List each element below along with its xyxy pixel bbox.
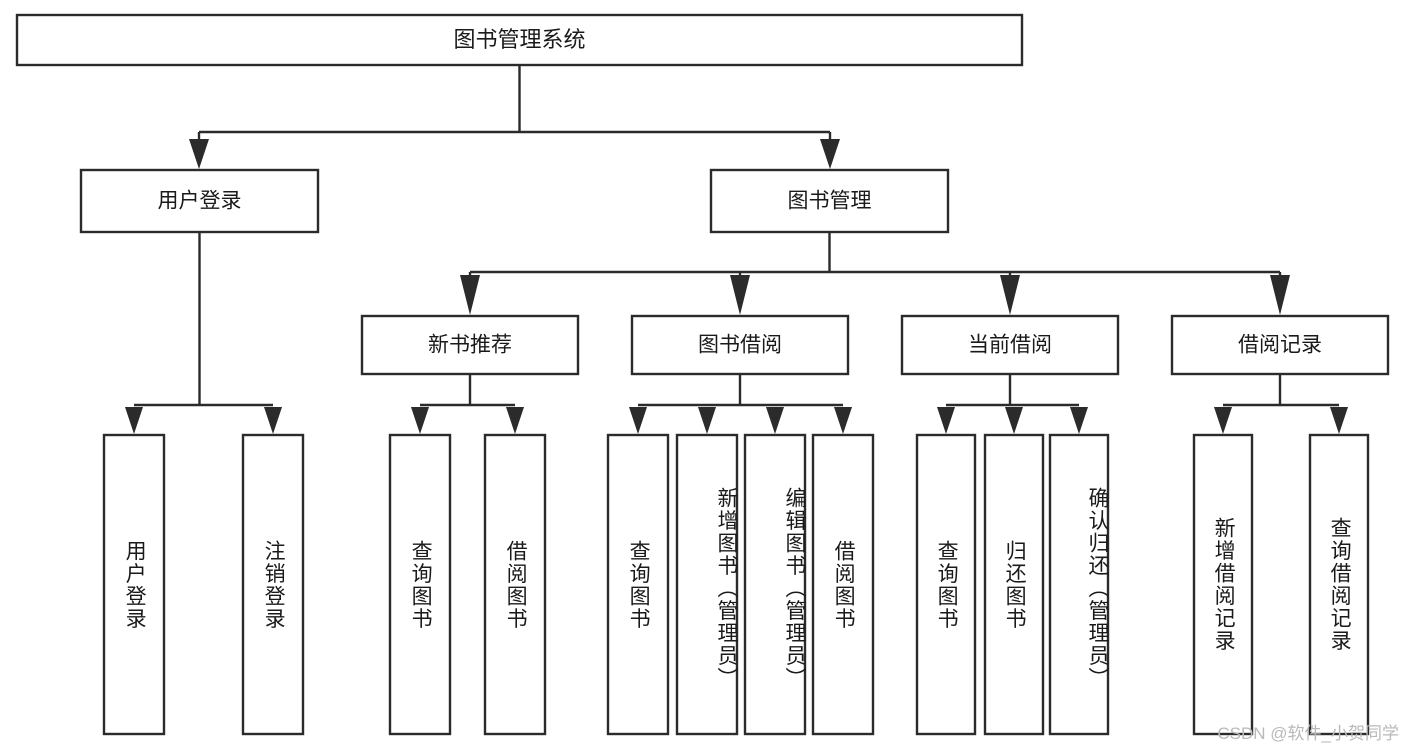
arrow-to-user-login (189, 139, 209, 169)
node-new-book-rec-label: 新书推荐 (428, 334, 512, 357)
arrow-to-new-book-rec (460, 275, 480, 315)
node-user-login-box[interactable] (79, 168, 320, 234)
leaf-borrow-book-1-box[interactable] (483, 433, 547, 736)
connector-group-book-borrow (629, 374, 852, 434)
node-current-borrow-label: 当前借阅 (968, 334, 1052, 357)
leaf-query-record-box[interactable] (1308, 433, 1370, 736)
node-new-book-rec[interactable]: 新书推荐 (360, 314, 580, 376)
node-user-login[interactable]: 用户登录 (79, 168, 320, 234)
node-book-borrow-box[interactable] (630, 314, 850, 376)
arrow-to-leaf-return-book (1005, 407, 1023, 434)
arrow-to-leaf-edit-book (766, 407, 784, 434)
leaf-return-book-label: 归还图书 (1003, 539, 1027, 630)
connector-group-new-book-rec (411, 374, 524, 434)
node-borrow-record-label: 借阅记录 (1238, 334, 1322, 357)
leaf-borrow-book-2-box[interactable] (811, 433, 875, 736)
node-new-book-rec-box[interactable] (360, 314, 580, 376)
arrow-to-current-borrow (1000, 275, 1020, 315)
leaf-confirm-return-box[interactable] (1048, 433, 1110, 736)
arrow-to-leaf-borrow-book-1 (506, 407, 524, 434)
node-book-manage-label: 图书管理 (788, 190, 872, 213)
arrow-to-leaf-borrow-book-2 (834, 407, 852, 434)
csdn-watermark: CSDN @软件_小贺同学 (1217, 724, 1399, 743)
leaf-query-book-1-box[interactable] (388, 433, 452, 736)
leaf-borrow-book-2-label: 借阅图书 (832, 539, 856, 630)
node-current-borrow[interactable]: 当前借阅 (900, 314, 1120, 376)
leaf-query-record-label: 查询借阅记录 (1328, 517, 1352, 652)
arrow-to-leaf-user-login (125, 407, 143, 434)
node-root-box[interactable] (15, 13, 1024, 67)
leaf-add-record-box[interactable] (1192, 433, 1254, 736)
leaf-add-book-label: 新增图书（管理员） (715, 486, 738, 690)
connector-group-current-borrow (937, 374, 1088, 434)
leaf-query-book-2-box[interactable] (606, 433, 670, 736)
arrow-to-leaf-query-book-2 (629, 407, 647, 434)
node-book-borrow-label: 图书借阅 (698, 334, 782, 357)
node-book-manage[interactable]: 图书管理 (709, 168, 950, 234)
arrow-to-leaf-add-book (698, 407, 716, 434)
arrow-to-leaf-logout (264, 407, 282, 434)
node-book-borrow[interactable]: 图书借阅 (630, 314, 850, 376)
leaf-return-book-box[interactable] (983, 433, 1045, 736)
leaf-boxes (102, 433, 1370, 736)
node-root[interactable]: 图书管理系统 (15, 13, 1024, 67)
leaf-confirm-return-label: 确认归还（管理员） (1086, 486, 1109, 690)
connector-group-root (189, 65, 840, 169)
leaf-add-book-box[interactable] (675, 433, 739, 736)
arrow-to-borrow-record (1270, 275, 1290, 315)
arrow-to-leaf-query-book-3 (937, 407, 955, 434)
arrow-to-leaf-add-record (1214, 407, 1232, 434)
node-user-login-label: 用户登录 (158, 190, 242, 213)
leaf-query-book-1-label: 查询图书 (409, 539, 433, 630)
node-current-borrow-box[interactable] (900, 314, 1120, 376)
connector-group-book-manage (460, 232, 1290, 315)
arrow-to-leaf-confirm-return (1070, 407, 1088, 434)
leaf-user-login-label: 用户登录 (123, 539, 147, 630)
leaf-user-login-box[interactable] (102, 433, 166, 736)
leaf-add-record-label: 新增借阅记录 (1212, 517, 1236, 652)
node-borrow-record-box[interactable] (1170, 314, 1390, 376)
connector-group-borrow-record (1214, 374, 1348, 434)
arrow-to-book-manage (820, 139, 840, 169)
node-book-manage-box[interactable] (709, 168, 950, 234)
node-root-label: 图书管理系统 (453, 27, 585, 52)
leaf-query-book-3-label: 查询图书 (935, 539, 959, 630)
node-borrow-record[interactable]: 借阅记录 (1170, 314, 1390, 376)
leaf-query-book-3-box[interactable] (915, 433, 977, 736)
arrow-to-leaf-query-book-1 (411, 407, 429, 434)
leaf-edit-book-box[interactable] (743, 433, 807, 736)
arrow-to-leaf-query-record (1330, 407, 1348, 434)
leaf-query-book-2-label: 查询图书 (627, 539, 651, 630)
leaf-logout-box[interactable] (241, 433, 305, 736)
leaf-logout-label: 注销登录 (262, 539, 286, 630)
connector-group-user-login (125, 232, 282, 434)
leaf-borrow-book-1-label: 借阅图书 (504, 539, 528, 630)
arrow-to-book-borrow (730, 275, 750, 315)
leaf-edit-book-label: 编辑图书（管理员） (783, 486, 806, 690)
